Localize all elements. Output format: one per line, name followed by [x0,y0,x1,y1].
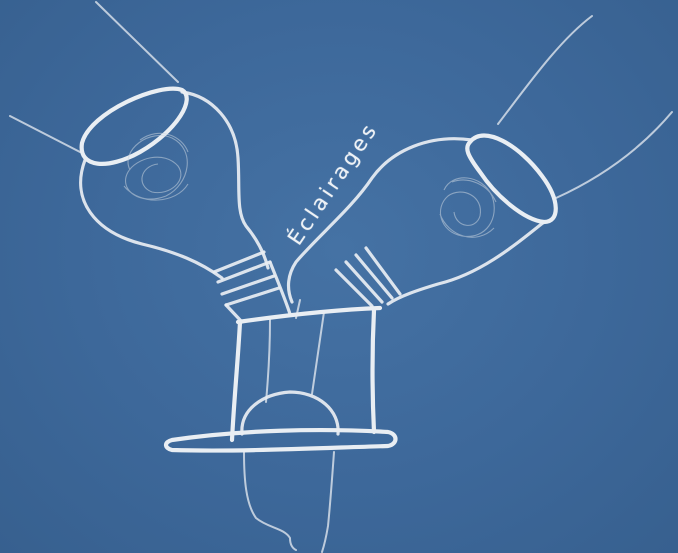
left-lamp-icon [10,2,290,322]
head-silhouette-icon [166,300,396,552]
